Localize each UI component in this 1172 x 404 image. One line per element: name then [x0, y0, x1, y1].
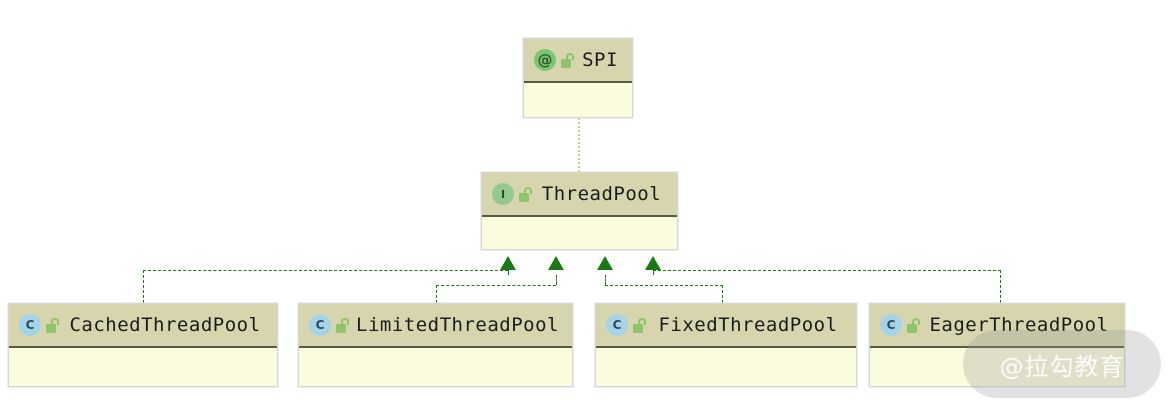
realization-arrowhead-limited [548, 256, 564, 270]
node-spi-members [524, 83, 632, 117]
node-fixed-thread-pool-header: C FixedThreadPool [596, 304, 856, 348]
realization-arrowhead-eager [645, 256, 661, 270]
connector-fixed-vertical-lower [722, 285, 723, 303]
open-padlock-icon [46, 317, 60, 333]
open-padlock-icon [519, 186, 533, 202]
open-padlock-icon [336, 317, 350, 333]
node-thread-pool[interactable]: I ThreadPool [481, 172, 678, 250]
node-eager-thread-pool-members [870, 348, 1124, 386]
connector-cached-vertical-lower [143, 270, 144, 303]
connector-cached-vertical-upper [508, 270, 509, 275]
connector-limited-vertical-upper [556, 275, 557, 285]
node-thread-pool-title: ThreadPool [541, 183, 662, 205]
connector-fixed-horizontal [605, 285, 723, 286]
node-fixed-thread-pool[interactable]: C FixedThreadPool [595, 303, 857, 387]
class-icon: C [19, 314, 41, 336]
node-spi-title: SPI [582, 49, 618, 71]
class-icon: C [880, 314, 902, 336]
connector-limited-horizontal [436, 285, 556, 286]
node-spi[interactable]: @ SPI [523, 38, 633, 118]
node-cached-thread-pool-title: CachedThreadPool [69, 314, 261, 336]
node-fixed-thread-pool-members [596, 348, 856, 386]
connector-eager-vertical-lower [1000, 270, 1001, 303]
node-cached-thread-pool-members [9, 348, 277, 386]
connector-eager-horizontal [653, 270, 1001, 271]
node-cached-thread-pool[interactable]: C CachedThreadPool [8, 303, 278, 387]
class-icon: C [309, 314, 331, 336]
node-limited-thread-pool-header: C LimitedThreadPool [299, 304, 572, 348]
node-limited-thread-pool-title: LimitedThreadPool [356, 314, 559, 336]
realization-arrowhead-fixed [597, 256, 613, 270]
node-cached-thread-pool-header: C CachedThreadPool [9, 304, 277, 348]
node-thread-pool-header: I ThreadPool [482, 173, 677, 217]
node-eager-thread-pool-title: EagerThreadPool [929, 314, 1109, 336]
node-limited-thread-pool[interactable]: C LimitedThreadPool [298, 303, 573, 387]
open-padlock-icon [907, 317, 921, 333]
node-spi-header: @ SPI [524, 39, 632, 83]
open-padlock-icon [633, 317, 647, 333]
annotation-icon: @ [534, 49, 556, 71]
connector-cached-horizontal [143, 270, 508, 271]
connector-limited-vertical-lower [436, 285, 437, 303]
node-eager-thread-pool[interactable]: C EagerThreadPool [869, 303, 1125, 387]
class-icon: C [606, 314, 628, 336]
node-thread-pool-members [482, 217, 677, 249]
open-padlock-icon [561, 52, 575, 68]
node-fixed-thread-pool-title: FixedThreadPool [658, 314, 838, 336]
connector-eager-vertical-upper [653, 270, 654, 275]
connector-spi-to-threadpool [578, 118, 580, 172]
realization-arrowhead-cached [500, 256, 516, 270]
node-limited-thread-pool-members [299, 348, 572, 386]
interface-icon: I [492, 183, 514, 205]
node-eager-thread-pool-header: C EagerThreadPool [870, 304, 1124, 348]
connector-fixed-vertical-upper [605, 275, 606, 285]
